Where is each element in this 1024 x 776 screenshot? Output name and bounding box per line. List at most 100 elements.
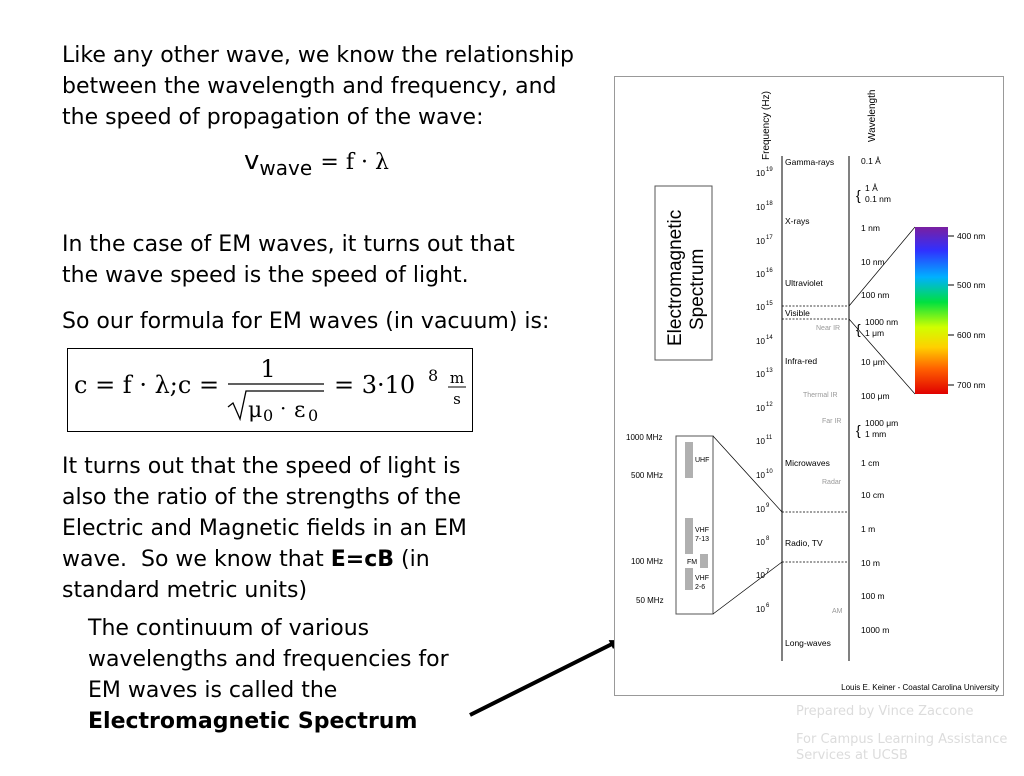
continuum-paragraph: The continuum of various wavelengths and… bbox=[88, 613, 449, 737]
em-case-line: In the case of EM waves, it turns out th… bbox=[62, 232, 515, 257]
svg-text:11: 11 bbox=[766, 435, 773, 441]
ratio-line: It turns out that the speed of light is bbox=[62, 454, 461, 479]
formula-mu: μ bbox=[248, 398, 262, 423]
wave-speed-equation: vwave = f · λ bbox=[244, 146, 389, 180]
credit-footer: Prepared by Vince Zaccone For Campus Lea… bbox=[796, 704, 1018, 776]
wavelength-label: 100 nm bbox=[861, 290, 889, 300]
formula-exponent: 8 bbox=[428, 366, 438, 385]
eq-rhs: = f · λ bbox=[320, 150, 389, 175]
radio-freq-labels: 1000 MHz 500 MHz 100 MHz 50 MHz bbox=[626, 433, 664, 605]
band-separators bbox=[782, 305, 849, 563]
ratio-line: Electric and Magnetic fields in an EM bbox=[62, 516, 467, 541]
band-label: Long-waves bbox=[785, 638, 831, 648]
wavelength-label: 1 mm bbox=[865, 429, 886, 439]
formula-mu-sub: 0 bbox=[263, 406, 273, 425]
wavelength-label: 10 m bbox=[861, 558, 880, 568]
svg-text:{: { bbox=[856, 321, 861, 337]
wavelength-label: 1 cm bbox=[861, 458, 879, 468]
band-label: Near IR bbox=[816, 325, 840, 332]
band-label: Radio, TV bbox=[785, 538, 823, 548]
wavelength-braces: { { { bbox=[856, 187, 861, 438]
svg-text:10: 10 bbox=[756, 437, 765, 446]
radio-zoom-line bbox=[712, 435, 783, 513]
radio-band-labels: UHF VHF 7-13 FM VHF 2-6 bbox=[687, 457, 709, 591]
continuum-line: wavelengths and frequencies for bbox=[88, 647, 449, 672]
em-case-line: the wave speed is the speed of light. bbox=[62, 263, 469, 288]
wavelength-header: Wavelength bbox=[867, 90, 878, 142]
svg-text:15: 15 bbox=[766, 301, 773, 307]
band-label: Radar bbox=[822, 479, 842, 486]
band-label: AM bbox=[832, 608, 843, 615]
wavelength-label: 100 μm bbox=[861, 391, 890, 401]
em-case-paragraph: In the case of EM waves, it turns out th… bbox=[62, 229, 515, 291]
frequency-header: Frequency (Hz) bbox=[761, 91, 772, 160]
eq-v: v bbox=[244, 146, 260, 176]
wavelength-labels: 0.1 Å 1 Å 0.1 nm 1 nm 10 nm 100 nm 1000 … bbox=[861, 156, 898, 635]
band-label: Gamma-rays bbox=[785, 157, 834, 167]
spectrum-title-line1: Electromagnetic bbox=[665, 210, 686, 346]
wavelength-label: 1000 m bbox=[861, 625, 889, 635]
svg-text:10: 10 bbox=[756, 471, 765, 480]
visible-spectrum-bar bbox=[915, 227, 948, 394]
ratio-line-text: wave. So we know that bbox=[62, 547, 331, 572]
arrow-line bbox=[469, 639, 620, 717]
radio-freq-label: 100 MHz bbox=[631, 557, 663, 566]
wavelength-label: 10 μm bbox=[861, 357, 885, 367]
speed-of-light-formula-box: c = f · λ;c = 1 μ 0 · ε 0 = 3·10 8 m s bbox=[67, 348, 473, 432]
visible-nm-label: 700 nm bbox=[957, 380, 985, 390]
band-label: Ultraviolet bbox=[785, 278, 823, 288]
svg-text:10: 10 bbox=[756, 169, 765, 178]
svg-text:19: 19 bbox=[766, 167, 773, 173]
wavelength-label: 10 nm bbox=[861, 257, 885, 267]
spectrum-title-box bbox=[654, 185, 713, 361]
svg-text:6: 6 bbox=[766, 603, 770, 609]
wavelength-label: 0.1 nm bbox=[865, 194, 891, 204]
visible-nm-label: 600 nm bbox=[957, 330, 985, 340]
visible-zoom-line bbox=[848, 226, 916, 307]
ratio-line: wave. So we know that E=cB (in bbox=[62, 544, 467, 575]
formula-unit-den: s bbox=[453, 390, 461, 408]
credit-line: Prepared by Vince Zaccone bbox=[796, 704, 974, 719]
svg-text:10: 10 bbox=[756, 538, 765, 547]
band-label: Infra-red bbox=[785, 356, 817, 366]
wavelength-label: 1000 nm bbox=[865, 317, 898, 327]
em-spectrum-figure: Electromagnetic Spectrum Frequency (Hz) … bbox=[614, 76, 1004, 696]
svg-text:10: 10 bbox=[756, 203, 765, 212]
band-labels: Gamma-rays X-rays Ultraviolet Visible Ne… bbox=[785, 157, 843, 648]
continuum-bold: Electromagnetic Spectrum bbox=[88, 709, 418, 734]
svg-text:10: 10 bbox=[756, 237, 765, 246]
intro-line: between the wavelength and frequency, an… bbox=[62, 74, 557, 99]
svg-text:FM: FM bbox=[687, 559, 697, 566]
ratio-paragraph: It turns out that the speed of light is … bbox=[62, 451, 467, 606]
continuum-line: EM waves is called the bbox=[88, 678, 338, 703]
wavelength-label: 0.1 Å bbox=[861, 156, 881, 166]
ratio-after-bold: (in bbox=[394, 547, 430, 572]
credit-line: For Campus Learning Assistance Services … bbox=[796, 732, 1008, 763]
visible-labels: 400 nm 500 nm 600 nm 700 nm bbox=[948, 231, 985, 390]
eq-sub-wave: wave bbox=[259, 156, 313, 180]
svg-text:10: 10 bbox=[756, 303, 765, 312]
visible-nm-label: 500 nm bbox=[957, 280, 985, 290]
svg-text:10: 10 bbox=[756, 370, 765, 379]
svg-text:18: 18 bbox=[766, 201, 773, 207]
svg-text:UHF: UHF bbox=[695, 457, 709, 464]
svg-text:7-13: 7-13 bbox=[695, 536, 709, 543]
continuum-line: The continuum of various bbox=[88, 616, 370, 641]
ratio-line: standard metric units) bbox=[62, 578, 308, 603]
svg-text:10: 10 bbox=[756, 337, 765, 346]
svg-text:10: 10 bbox=[766, 469, 773, 475]
wavelength-label: 1 Å bbox=[865, 183, 878, 193]
radio-freq-label: 50 MHz bbox=[636, 596, 664, 605]
wavelength-label: 1 nm bbox=[861, 223, 880, 233]
band-label: Thermal IR bbox=[803, 392, 838, 399]
band-label: Visible bbox=[785, 308, 810, 318]
